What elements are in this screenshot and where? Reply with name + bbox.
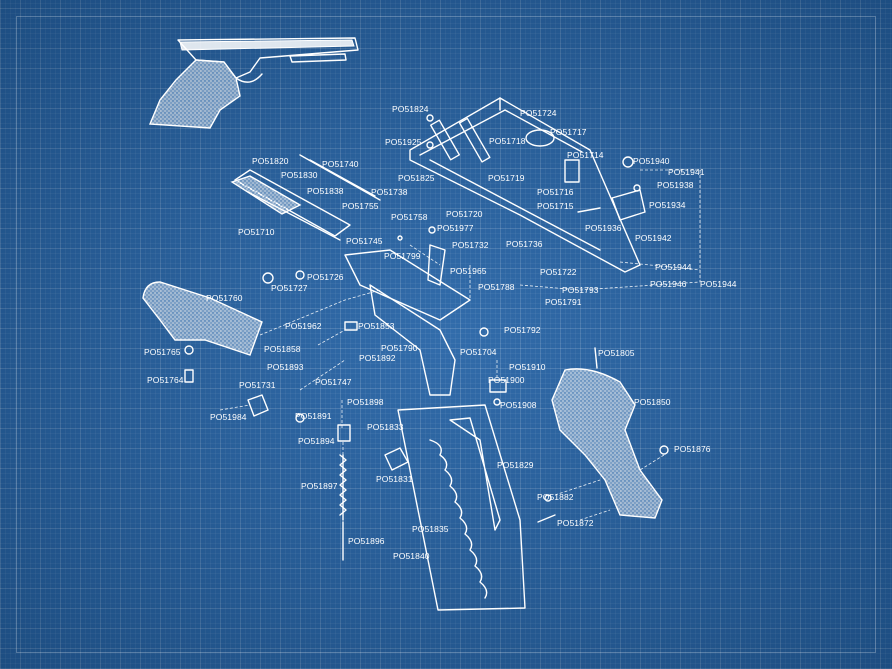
part-label: PO51760 xyxy=(206,293,243,303)
part-label: PO51898 xyxy=(347,397,384,407)
part-label: PO51908 xyxy=(500,400,537,410)
part-label: PO51738 xyxy=(371,187,408,197)
part-label: PO51717 xyxy=(550,127,587,137)
part-label: PO51925 xyxy=(385,137,422,147)
part-label: PO51893 xyxy=(267,362,304,372)
part-label: PO51944 xyxy=(700,279,737,289)
part-label: PO51840 xyxy=(393,551,430,561)
part-label: PO51710 xyxy=(238,227,275,237)
part-label: PO51791 xyxy=(545,297,582,307)
part-label: PO51715 xyxy=(537,201,574,211)
part-label: PO51944 xyxy=(655,262,692,272)
part-label: PO51835 xyxy=(412,524,449,534)
part-label: PO51892 xyxy=(359,353,396,363)
part-label: PO51833 xyxy=(367,422,404,432)
part-label: PO51897 xyxy=(301,481,338,491)
part-label: PO51872 xyxy=(557,518,594,528)
part-label: PO51850 xyxy=(634,397,671,407)
receiver-frame xyxy=(409,97,641,273)
part-label: PO51716 xyxy=(537,187,574,197)
part-label: PO51755 xyxy=(342,201,379,211)
part-label: PO51910 xyxy=(509,362,546,372)
part-label: PO51941 xyxy=(668,167,705,177)
part-label: PO51900 xyxy=(488,375,525,385)
part-label: PO51896 xyxy=(348,536,385,546)
part-label: PO51805 xyxy=(598,348,635,358)
part-label: PO51764 xyxy=(147,375,184,385)
part-label: PO51876 xyxy=(674,444,711,454)
part-label: PO51853 xyxy=(358,321,395,331)
part-label: PO51722 xyxy=(540,267,577,277)
part-label: PO51984 xyxy=(210,412,247,422)
part-label: PO51882 xyxy=(537,492,574,502)
part-label: PO51891 xyxy=(295,411,332,421)
left-grip xyxy=(142,281,263,356)
right-grip xyxy=(551,368,663,519)
part-label: PO51799 xyxy=(384,251,421,261)
small-parts xyxy=(184,114,669,561)
part-label: PO51790 xyxy=(381,343,418,353)
part-label: PO51830 xyxy=(281,170,318,180)
part-label: PO51942 xyxy=(635,233,672,243)
part-label: PO51829 xyxy=(497,460,534,470)
part-label: PO51825 xyxy=(398,173,435,183)
part-label: PO51765 xyxy=(144,347,181,357)
part-label: PO51965 xyxy=(450,266,487,276)
trigger-frame xyxy=(344,244,489,396)
part-label: PO51727 xyxy=(271,283,308,293)
part-label: PO51858 xyxy=(264,344,301,354)
assembled-pistol xyxy=(148,37,359,129)
part-label: PO51792 xyxy=(504,325,541,335)
part-label: PO51745 xyxy=(346,236,383,246)
part-label: PO51758 xyxy=(391,212,428,222)
part-label: PO51719 xyxy=(488,173,525,183)
part-label: PO51938 xyxy=(657,180,694,190)
part-label: PO51714 xyxy=(567,150,604,160)
part-label: PO51946 xyxy=(650,279,687,289)
part-label: PO51720 xyxy=(446,209,483,219)
part-label: PO51894 xyxy=(298,436,335,446)
part-label: PO51824 xyxy=(392,104,429,114)
magazine xyxy=(384,404,526,611)
part-label: PO51793 xyxy=(562,285,599,295)
part-label: PO51726 xyxy=(307,272,344,282)
part-label: PO51788 xyxy=(478,282,515,292)
part-label: PO51732 xyxy=(452,240,489,250)
part-label: PO51940 xyxy=(633,156,670,166)
part-label: PO51740 xyxy=(322,159,359,169)
part-label: PO51936 xyxy=(585,223,622,233)
part-label: PO51831 xyxy=(376,474,413,484)
part-label: PO51731 xyxy=(239,380,276,390)
part-label: PO51934 xyxy=(649,200,686,210)
part-label: PO51704 xyxy=(460,347,497,357)
part-label: PO51962 xyxy=(285,321,322,331)
part-label: PO51977 xyxy=(437,223,474,233)
barrel-assembly xyxy=(230,154,381,241)
part-label: PO51820 xyxy=(252,156,289,166)
part-label: PO51724 xyxy=(520,108,557,118)
part-label: PO51718 xyxy=(489,136,526,146)
part-label: PO51747 xyxy=(315,377,352,387)
leader-lines xyxy=(219,169,701,521)
part-label: PO51736 xyxy=(506,239,543,249)
part-label: PO51838 xyxy=(307,186,344,196)
